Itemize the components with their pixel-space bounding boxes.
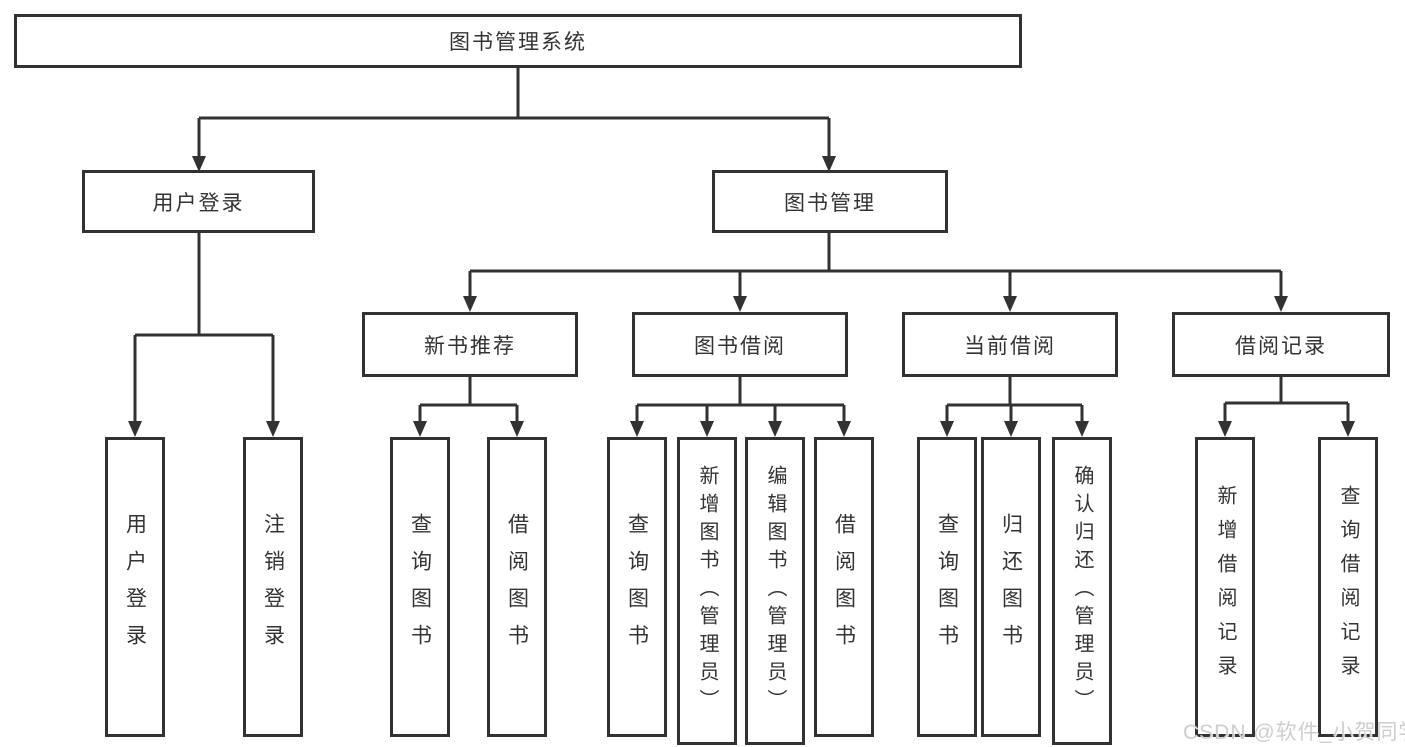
leaf-borrow-books: 借阅图书 [814,437,874,737]
leaf-newbook-borrow-books-label: 借阅图书 [505,513,529,661]
node-book-borrow: 图书借阅 [632,312,848,377]
node-borrow-records-label: 借阅记录 [1235,334,1327,358]
leaf-confirm-return-admin: 确认归还（管理员） [1052,437,1112,745]
leaf-logout: 注销登录 [243,437,303,737]
leaf-newbook-query-books-label: 查询图书 [408,513,432,661]
leaf-newbook-borrow-books: 借阅图书 [487,437,547,737]
leaf-newbook-query-books: 查询图书 [390,437,450,737]
node-current-borrow-label: 当前借阅 [964,334,1056,358]
node-current-borrow: 当前借阅 [902,312,1118,377]
leaf-query-borrow-record-label: 查询借阅记录 [1337,485,1359,689]
node-new-book-recommend-label: 新书推荐 [424,334,516,358]
leaf-add-borrow-record-label: 新增借阅记录 [1214,485,1236,689]
leaf-confirm-return-admin-label: 确认归还（管理员） [1071,465,1093,717]
leaf-borrow-books-label: 借阅图书 [832,513,856,661]
leaf-add-books-admin: 新增图书（管理员） [677,437,737,745]
node-borrow-records: 借阅记录 [1172,312,1390,377]
node-user-login-label: 用户登录 [152,191,245,215]
node-new-book-recommend: 新书推荐 [362,312,578,377]
node-book-management: 图书管理 [712,170,948,233]
leaf-user-login-label: 用户登录 [123,513,147,661]
node-book-borrow-label: 图书借阅 [694,334,786,358]
leaf-query-borrow-record: 查询借阅记录 [1318,437,1378,737]
leaf-add-books-admin-label: 新增图书（管理员） [696,465,718,717]
leaf-add-borrow-record: 新增借阅记录 [1195,437,1255,737]
leaf-user-login: 用户登录 [105,437,165,737]
leaf-return-books-label: 归还图书 [999,513,1023,661]
leaf-borrow-query-books: 查询图书 [607,437,667,737]
tree-edges [133,68,1350,423]
node-book-management-label: 图书管理 [784,191,876,215]
arrowheads [128,156,1355,437]
node-root-label: 图书管理系统 [449,31,587,54]
leaf-return-books: 归还图书 [981,437,1041,737]
node-user-login: 用户登录 [82,170,315,233]
leaf-edit-books-admin: 编辑图书（管理员） [745,437,805,745]
node-root: 图书管理系统 [14,14,1022,68]
leaf-edit-books-admin-label: 编辑图书（管理员） [764,465,786,717]
csdn-watermark: CSDN @软件_小贺同学 [1183,721,1405,744]
leaf-current-query-books-label: 查询图书 [935,513,959,661]
leaf-borrow-query-books-label: 查询图书 [625,513,649,661]
leaf-logout-label: 注销登录 [261,513,285,661]
leaf-current-query-books: 查询图书 [917,437,977,737]
